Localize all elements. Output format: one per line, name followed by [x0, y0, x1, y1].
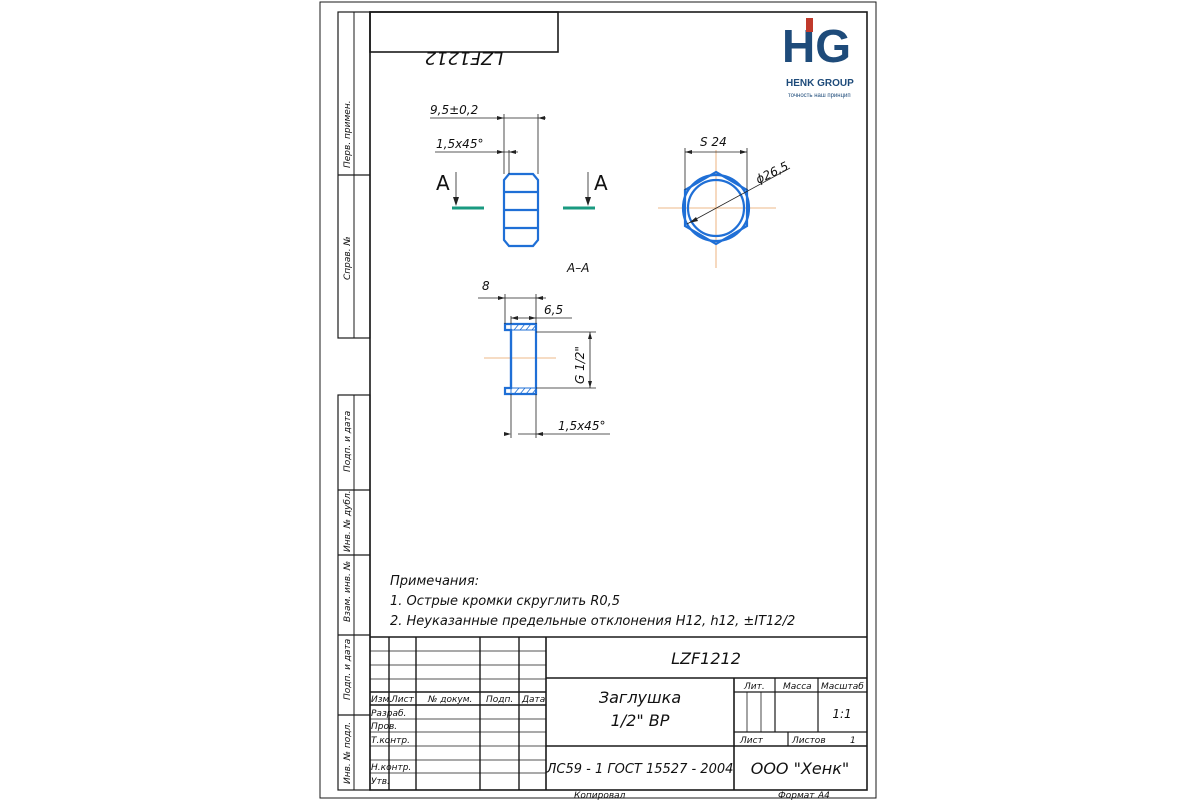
tb-name-line-1: Заглушка [599, 688, 681, 707]
cut-label-right: A [594, 171, 608, 195]
section-title: A–A [566, 261, 589, 275]
front-view [430, 114, 595, 248]
notes-heading: Примечания: [390, 574, 479, 589]
logo-letters: HG [782, 20, 851, 72]
front-dim-chamfer: 1,5х45° [436, 137, 483, 151]
label-perv-primen: Перв. примен. [343, 100, 353, 168]
tb-row-tkontr: Т.контр. [371, 736, 410, 746]
label-vzam-inv: Взам. инв. № [343, 561, 353, 622]
label-podp-data-2: Подп. и дата [343, 639, 353, 700]
tb-lit-label: Лит. [743, 682, 765, 692]
tb-name-line-2: 1/2" ВР [611, 711, 670, 730]
label-sprav-no: Справ. № [343, 236, 353, 280]
title-block-grid [370, 636, 867, 790]
section-dim-chamfer: 1,5х45° [558, 419, 605, 433]
label-inv-dubl: Инв. № дубл. [343, 490, 353, 552]
section-dim-total: 8 [482, 279, 490, 293]
side-dim-diameter: ϕ26,5 [753, 159, 790, 187]
designation-mirrored: LZF1212 [425, 47, 504, 68]
tb-organization: ООО "Хенк" [751, 759, 850, 778]
tb-row-razrab: Разраб. [371, 709, 406, 719]
left-side-strips [337, 11, 371, 791]
sheet-edge [319, 1, 877, 799]
tb-material: ЛС59 - 1 ГОСТ 15527 - 2004 [546, 762, 734, 777]
tb-row-utv: Утв. [371, 777, 390, 787]
drawing-frame [369, 11, 868, 791]
tb-header-podp: Подп. [486, 695, 513, 705]
tb-listov-value: 1 [850, 736, 856, 746]
section-view [478, 294, 610, 438]
section-dim-thread: G 1/2" [573, 346, 587, 384]
logo-slogan: точность наш принцип [788, 93, 851, 99]
cut-label-left: A [436, 171, 450, 195]
side-dim-across-flats: S 24 [700, 135, 727, 149]
tb-massa-label: Масса [783, 682, 812, 692]
tb-row-nkontr: Н.контр. [371, 763, 411, 773]
notes-line-1: 1. Острые кромки скруглить R0,5 [390, 594, 620, 609]
tb-header-doc-no: № докум. [427, 695, 472, 705]
footer-format-value: А4 [817, 791, 830, 800]
company-logo: HG HENK GROUP точность наш принцип [782, 18, 854, 99]
label-podp-data-1: Подп. и дата [343, 411, 353, 472]
logo-company-name: HENK GROUP [786, 78, 854, 89]
front-dim-width: 9,5±0,2 [430, 103, 478, 117]
tb-masshtab-label: Масштаб [821, 682, 864, 692]
tb-header-list: Лист [390, 695, 415, 705]
logo-accent-mark [806, 18, 813, 32]
label-inv-podl: Инв. № подл. [343, 722, 353, 784]
section-dim-inner: 6,5 [544, 303, 563, 317]
tb-list-label: Лист [739, 736, 764, 746]
tb-designation: LZF1212 [671, 649, 741, 668]
tb-row-prov: Пров. [371, 722, 397, 732]
footer-format-label: Формат [778, 791, 815, 800]
designation-stamp-box [369, 11, 559, 53]
notes-line-2: 2. Неуказанные предельные отклонения H12… [390, 614, 795, 629]
tb-masshtab-value: 1:1 [832, 707, 851, 721]
tb-header-izm: Изм. [371, 695, 392, 705]
tb-listov-label: Листов [791, 736, 826, 746]
tb-header-data: Дата [521, 695, 545, 705]
side-view-hex [658, 148, 791, 268]
footer-kopiroval: Копировал [574, 791, 626, 800]
